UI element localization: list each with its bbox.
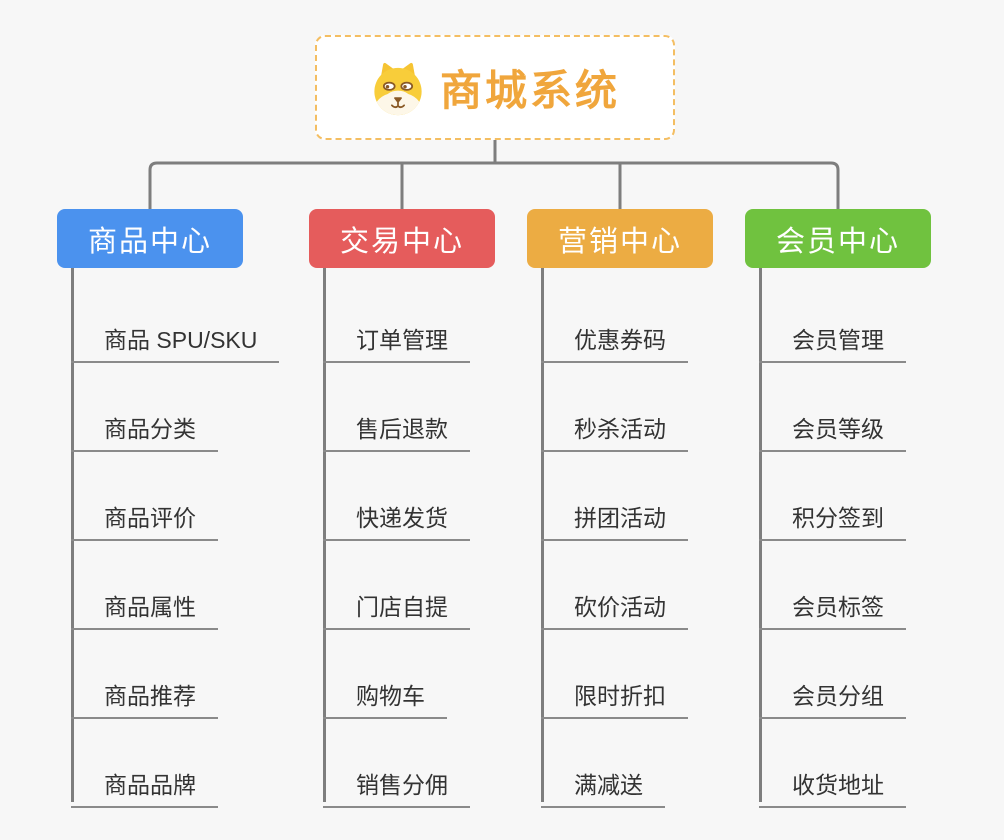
leaf-node-label: 商品属性 — [104, 594, 196, 620]
leaf-node[interactable]: 门店自提 — [323, 580, 470, 630]
branch-trunk-line — [71, 268, 74, 802]
branch-header[interactable]: 商品中心 — [57, 209, 243, 268]
leaf-node[interactable]: 商品 SPU/SKU — [71, 313, 280, 363]
leaf-node-label: 门店自提 — [356, 594, 448, 620]
leaf-node-label: 商品推荐 — [104, 683, 196, 709]
branch-trunk-line — [759, 268, 762, 802]
root-node[interactable]: 商城系统 — [315, 35, 675, 140]
branch-header-label: 商品中心 — [87, 225, 212, 258]
leaf-node-label: 购物车 — [356, 683, 425, 709]
leaf-node[interactable]: 满减送 — [541, 758, 665, 808]
leaf-node-label: 积分签到 — [792, 505, 884, 531]
leaf-node-label: 满减送 — [574, 772, 643, 798]
leaf-node-label: 商品分类 — [104, 416, 196, 442]
branch-header[interactable]: 交易中心 — [309, 209, 495, 268]
branch-trunk-line — [323, 268, 326, 802]
leaf-node-label: 收货地址 — [792, 772, 884, 798]
leaf-node-label: 商品 SPU/SKU — [104, 327, 258, 353]
leaf-node[interactable]: 销售分佣 — [323, 758, 470, 808]
leaf-node-label: 商品评价 — [104, 505, 196, 531]
root-title: 商城系统 — [439, 67, 620, 114]
leaf-node[interactable]: 购物车 — [323, 669, 447, 719]
leaf-node[interactable]: 商品评价 — [71, 491, 218, 541]
branch-header-label: 会员中心 — [775, 225, 900, 258]
branch-header[interactable]: 会员中心 — [745, 209, 931, 268]
shiba-dog-icon — [374, 62, 422, 115]
leaf-node[interactable]: 拼团活动 — [541, 491, 688, 541]
leaf-node[interactable]: 砍价活动 — [541, 580, 688, 630]
leaf-node[interactable]: 商品品牌 — [71, 758, 218, 808]
leaf-node[interactable]: 售后退款 — [323, 402, 470, 452]
leaf-node[interactable]: 会员标签 — [759, 580, 906, 630]
leaf-node[interactable]: 会员分组 — [759, 669, 906, 719]
leaf-node[interactable]: 商品分类 — [71, 402, 218, 452]
leaf-node-label: 会员标签 — [792, 594, 884, 620]
leaf-node-label: 会员分组 — [792, 683, 884, 709]
leaf-node[interactable]: 会员等级 — [759, 402, 906, 452]
leaf-node[interactable]: 优惠券码 — [541, 313, 688, 363]
leaf-node-label: 秒杀活动 — [574, 416, 666, 442]
branch-header-label: 营销中心 — [557, 225, 682, 258]
leaf-node[interactable]: 订单管理 — [323, 313, 470, 363]
leaf-node-label: 拼团活动 — [574, 505, 666, 531]
leaf-node[interactable]: 秒杀活动 — [541, 402, 688, 452]
leaf-node[interactable]: 收货地址 — [759, 758, 906, 808]
branch-trunk-line — [541, 268, 544, 802]
leaf-node[interactable]: 积分签到 — [759, 491, 906, 541]
leaf-node-label: 快递发货 — [356, 505, 448, 531]
leaf-node[interactable]: 限时折扣 — [541, 669, 688, 719]
leaf-node-label: 优惠券码 — [574, 327, 666, 353]
leaf-node-label: 订单管理 — [356, 327, 448, 353]
leaf-node-label: 砍价活动 — [574, 594, 666, 620]
leaf-node-label: 会员等级 — [792, 416, 884, 442]
leaf-node-label: 会员管理 — [792, 327, 884, 353]
branch-header-label: 交易中心 — [339, 225, 464, 258]
leaf-node[interactable]: 商品推荐 — [71, 669, 218, 719]
leaf-node[interactable]: 会员管理 — [759, 313, 906, 363]
leaf-node[interactable]: 商品属性 — [71, 580, 218, 630]
branch-header[interactable]: 营销中心 — [527, 209, 713, 268]
leaf-node[interactable]: 快递发货 — [323, 491, 470, 541]
leaf-node-label: 售后退款 — [356, 416, 448, 442]
leaf-node-label: 商品品牌 — [104, 772, 196, 798]
leaf-node-label: 限时折扣 — [574, 683, 666, 709]
leaf-node-label: 销售分佣 — [356, 772, 448, 798]
